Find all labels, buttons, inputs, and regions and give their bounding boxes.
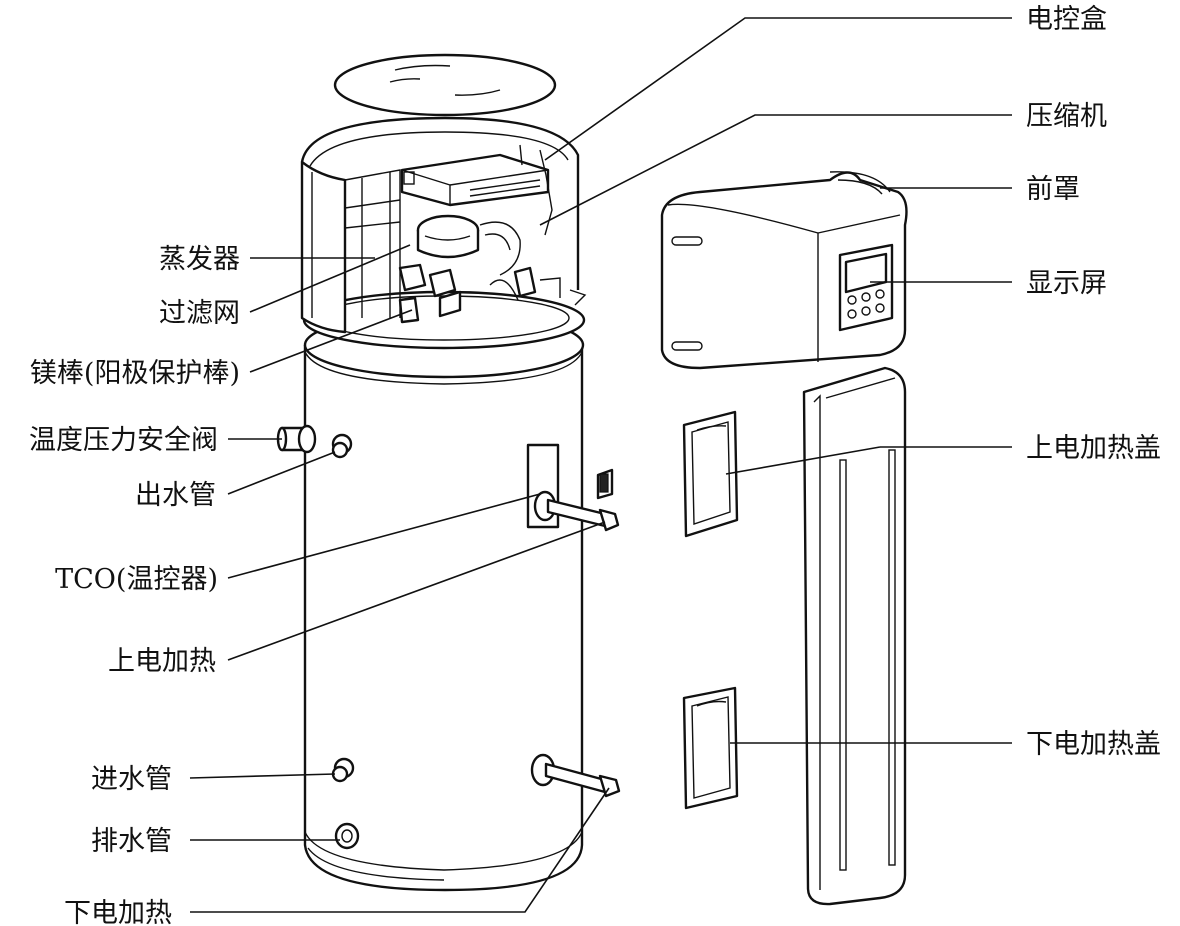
label-compressor: 压缩机 [1026, 101, 1107, 132]
leader-lines [189, 17, 1012, 913]
outlet-pipe-fitting [331, 433, 353, 459]
electric-control-box [400, 144, 553, 236]
label-filter-screen: 过滤网 [159, 298, 240, 329]
label-tco: TCO(温控器) [55, 564, 218, 595]
label-inlet-pipe: 进水管 [91, 764, 172, 795]
lower-heater-element [530, 753, 621, 798]
label-electric-control-box: 电控盒 [1026, 4, 1107, 35]
compressor [398, 214, 587, 324]
label-upper-heater-cover: 上电加热盖 [1026, 433, 1161, 464]
inlet-pipe-fitting [331, 757, 355, 783]
display-screen [838, 243, 894, 332]
label-lower-heater: 下电加热 [64, 898, 172, 926]
label-evaporator: 蒸发器 [159, 244, 240, 275]
tp-relief-valve [276, 424, 317, 454]
lower-heater-cover [682, 686, 739, 810]
side-panel [802, 366, 907, 906]
label-lower-heater-cover: 下电加热盖 [1026, 729, 1161, 760]
label-drain-pipe: 排水管 [91, 826, 172, 857]
upper-heater-cover [682, 410, 739, 538]
label-tp-relief-valve: 温度压力安全阀 [29, 425, 218, 456]
label-magnesium-rod: 镁棒(阳极保护棒) [30, 358, 240, 389]
upper-heater-element [533, 490, 620, 532]
drain-pipe-fitting [334, 822, 360, 850]
water-tank-body [302, 290, 586, 892]
label-front-cover: 前罩 [1026, 174, 1080, 205]
label-display: 显示屏 [1026, 268, 1107, 299]
label-outlet-pipe: 出水管 [135, 480, 216, 511]
top-lid-disc [333, 53, 557, 117]
label-upper-heater: 上电加热 [108, 646, 216, 677]
